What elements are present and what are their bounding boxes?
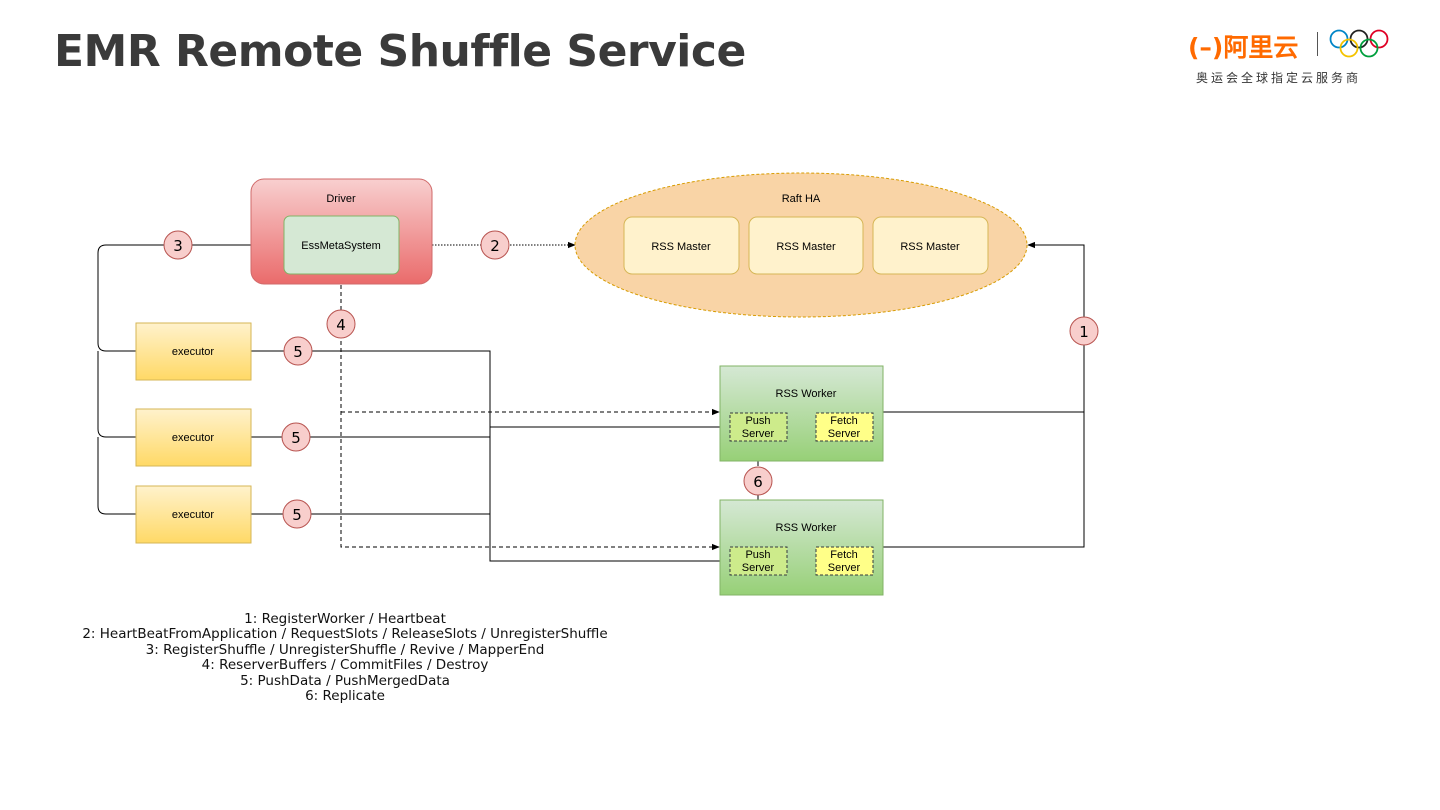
badge-5-c: 5 — [282, 499, 312, 529]
connector-4 — [340, 285, 720, 551]
rss-master-3-label: RSS Master — [900, 241, 960, 253]
svg-text:4: 4 — [336, 316, 346, 334]
alibaba-cloud-logo: (–)阿里云 奥运会全球指定云服务商 — [1188, 28, 1398, 88]
rss-worker-1: RSS Worker Push Server Fetch Server — [719, 365, 884, 462]
executor-2: executor — [135, 408, 252, 467]
badge-6: 6 — [743, 466, 773, 496]
rss-master-3 — [872, 216, 989, 275]
rss-worker-2-label: RSS Worker — [776, 522, 837, 534]
rss-master-2 — [748, 216, 864, 275]
executor-2-label: executor — [172, 432, 215, 444]
rss-worker-1-label: RSS Worker — [776, 388, 837, 400]
svg-text:6: 6 — [753, 473, 763, 491]
ess-meta-system-label: EssMetaSystem — [301, 240, 380, 252]
fetch-server-1-line2: Server — [828, 428, 861, 440]
badge-3: 3 — [163, 230, 193, 260]
legend-line-3: 3: RegisterShuffle / UnregisterShuffle /… — [145, 641, 545, 658]
push-server-2-line2: Server — [742, 562, 775, 574]
legend-line-4: 4: ReserverBuffers / CommitFiles / Destr… — [201, 657, 489, 674]
fetch-server-1-line1: Fetch — [830, 415, 858, 427]
rss-master-1 — [623, 216, 740, 275]
badge-5-a: 5 — [283, 336, 313, 366]
rss-master-2-label: RSS Master — [776, 241, 836, 253]
fetch-server-2-line1: Fetch — [830, 549, 858, 561]
executor-1-label: executor — [172, 346, 215, 358]
push-server-1 — [729, 412, 788, 442]
legend-line-2: 2: HeartBeatFromApplication / RequestSlo… — [82, 626, 608, 643]
connector-3-exec3 — [97, 437, 136, 515]
connector-3 — [97, 241, 285, 352]
fetch-server-2 — [815, 546, 874, 576]
svg-text:5: 5 — [293, 343, 303, 361]
connector-1-w2 — [883, 412, 1085, 548]
step-legend: 1: RegisterWorker / Heartbeat 2: HeartBe… — [80, 611, 610, 705]
logo-divider — [1317, 32, 1318, 56]
rss-master-1-label: RSS Master — [651, 241, 711, 253]
svg-text:5: 5 — [292, 506, 302, 524]
badge-5-b: 5 — [281, 422, 311, 452]
rss-worker-2: RSS Worker Push Server Fetch Server — [719, 499, 884, 596]
push-server-2 — [729, 546, 788, 576]
badge-2: 2 — [480, 230, 510, 260]
executor-3-label: executor — [172, 509, 215, 521]
fetch-server-1 — [815, 412, 874, 442]
badge-1: 1 — [1069, 316, 1099, 346]
driver-box: Driver EssMetaSystem — [250, 178, 433, 285]
svg-text:1: 1 — [1079, 323, 1089, 341]
connector-5-a — [251, 350, 730, 565]
driver-label: Driver — [326, 193, 356, 205]
legend-line-6: 6: Replicate — [305, 688, 385, 705]
push-server-1-line1: Push — [745, 415, 770, 427]
executor-1: executor — [135, 322, 252, 381]
logo-brand-text: (–)阿里云 — [1188, 33, 1299, 62]
fetch-server-2-line2: Server — [828, 562, 861, 574]
raft-ha-group: Raft HA RSS Master RSS Master RSS Master — [574, 172, 1028, 318]
logo-tagline: 奥运会全球指定云服务商 — [1196, 71, 1362, 85]
connector-3-exec2 — [97, 351, 136, 438]
push-server-1-line2: Server — [742, 428, 775, 440]
svg-text:5: 5 — [291, 429, 301, 447]
page-title: EMR Remote Shuffle Service — [54, 26, 746, 77]
executor-3: executor — [135, 485, 252, 544]
svg-text:2: 2 — [490, 237, 500, 255]
legend-line-5: 5: PushData / PushMergedData — [240, 672, 450, 689]
step-badges: 3 2 4 5 5 5 1 6 — [163, 230, 1099, 529]
olympic-rings-icon — [1329, 29, 1389, 58]
svg-text:3: 3 — [173, 237, 183, 255]
legend-line-1: 1: RegisterWorker / Heartbeat — [244, 611, 446, 627]
push-server-2-line1: Push — [745, 549, 770, 561]
badge-4: 4 — [326, 309, 356, 339]
raft-ha-label: Raft HA — [782, 193, 821, 205]
